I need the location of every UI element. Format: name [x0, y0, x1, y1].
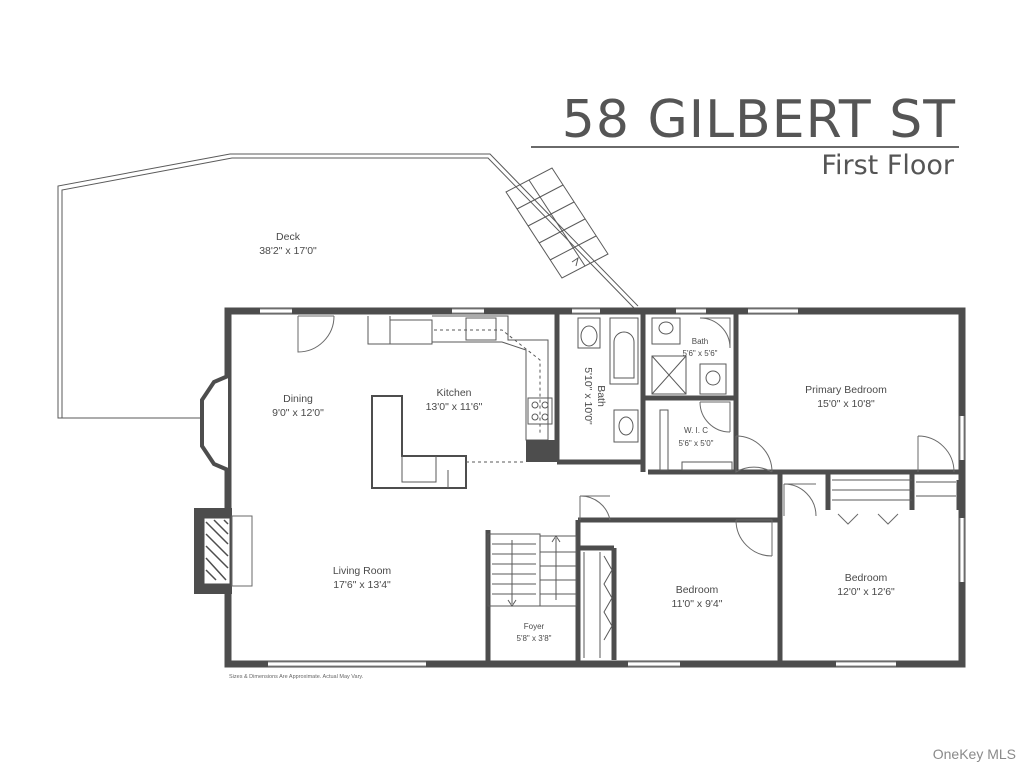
dining-name: Dining [283, 393, 313, 405]
room-labels: Deck 38'2" x 17'0" Dining 9'0" x 12'0" K… [259, 231, 895, 643]
foyer-dims: 5'8" x 3'8" [517, 634, 552, 643]
bedroom-1-name: Bedroom [676, 584, 719, 596]
interior-stairs [487, 533, 577, 607]
bath-1-dims: 5'10" x 10'0" [582, 367, 594, 425]
kitchen-name: Kitchen [436, 387, 471, 399]
dining-dims: 9'0" x 12'0" [272, 407, 324, 419]
foyer-name: Foyer [524, 622, 545, 631]
kitchen-cabinets [367, 315, 556, 489]
bath-1-name: Bath [595, 385, 607, 407]
doors [297, 315, 955, 557]
title-divider [531, 146, 959, 148]
exterior-walls [224, 307, 966, 668]
living-room-name: Living Room [333, 565, 392, 577]
floor-subtitle: First Floor [821, 150, 954, 181]
living-room-dims: 17'6" x 13'4" [333, 579, 391, 591]
deck-stairs [505, 167, 609, 279]
bay-window [200, 374, 229, 472]
address-title: 58 GILBERT ST [561, 90, 956, 150]
mls-watermark: OneKey MLS [932, 746, 1016, 762]
windows [260, 309, 964, 666]
bath-fixtures [577, 317, 733, 471]
disclaimer-text: Sizes & Dimensions Are Approximate. Actu… [229, 674, 364, 680]
bedroom-2-dims: 12'0" x 12'6" [837, 586, 895, 598]
bath-2-dims: 5'6" x 5'6" [683, 349, 718, 358]
bedroom-2-name: Bedroom [845, 572, 888, 584]
wic-name: W. I. C [684, 426, 708, 435]
interior-walls [485, 311, 962, 664]
deck-dims: 38'2" x 17'0" [259, 245, 317, 257]
closets [583, 479, 956, 658]
bath-2-name: Bath [692, 337, 708, 346]
primary-bedroom-name: Primary Bedroom [805, 384, 887, 396]
deck-name: Deck [276, 231, 301, 243]
wic-dims: 5'6" x 5'0" [679, 439, 714, 448]
primary-bedroom-dims: 15'0" x 10'8" [817, 398, 875, 410]
fireplace [194, 508, 253, 594]
bedroom-1-dims: 11'0" x 9'4" [672, 598, 723, 610]
kitchen-dims: 13'0" x 11'6" [426, 401, 483, 413]
